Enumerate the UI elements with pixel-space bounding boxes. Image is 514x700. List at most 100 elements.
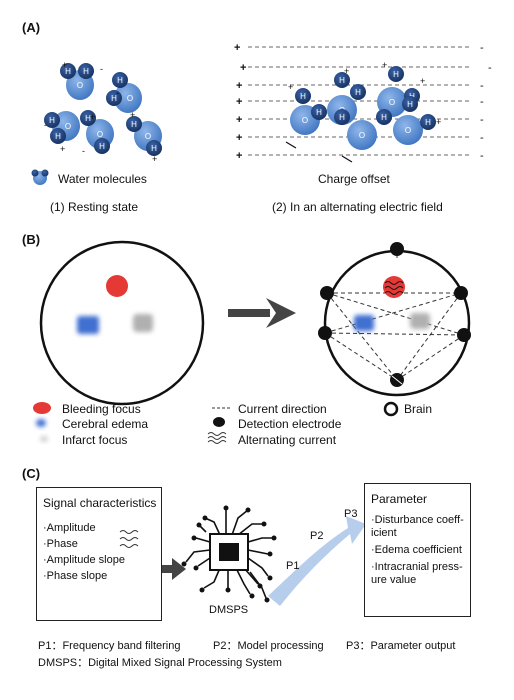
svg-text:O: O	[97, 130, 103, 139]
svg-text:H: H	[339, 113, 345, 122]
brain-circle-left	[39, 240, 205, 406]
dmsps-label: DMSPS	[209, 604, 249, 616]
panel-c-illustration	[119, 505, 366, 606]
svg-text:-: -	[44, 120, 47, 130]
parameter-item: ·Disturbance coeff-icient	[371, 514, 464, 539]
brain-label: Brain	[404, 402, 433, 416]
bleeding-focus-label: Bleeding focus	[62, 402, 141, 416]
svg-text:H: H	[85, 114, 91, 123]
svg-text:-: -	[116, 88, 119, 98]
footnote-p2: P2：Model processing	[213, 640, 324, 652]
svg-text:+: +	[382, 60, 387, 70]
panel-a-label: (A)	[22, 20, 41, 35]
svg-text:-: -	[480, 114, 484, 126]
alternating-current-icon	[207, 432, 227, 444]
infarct-icon	[40, 436, 48, 442]
svg-text:+: +	[234, 42, 240, 54]
p2-label: P2	[310, 530, 324, 542]
input-arrow	[162, 558, 186, 580]
parameter-item: ·Intracranial press-ure value	[371, 561, 463, 586]
cerebral-edema-left	[77, 316, 99, 334]
cerebral-edema-label: Cerebral edema	[62, 417, 149, 431]
parameter-box: Parameter ·Disturbance coeff-icient ·Ede…	[364, 483, 471, 617]
p3-label: P3	[344, 508, 358, 520]
svg-text:H: H	[316, 108, 322, 117]
flow-arrow	[268, 516, 366, 606]
svg-text:H: H	[381, 113, 387, 122]
cerebral-edema-right	[354, 315, 374, 331]
svg-text:+: +	[236, 80, 242, 92]
panel-b-label: (B)	[22, 232, 41, 247]
water-molecule-icon	[31, 169, 49, 185]
svg-text:+: +	[60, 144, 65, 154]
signal-wave-icon	[119, 530, 139, 548]
svg-text:H: H	[49, 116, 55, 125]
svg-text:+: +	[344, 66, 349, 76]
svg-text:+: +	[236, 96, 242, 108]
svg-text:-: -	[480, 132, 484, 144]
infarct-focus-label: Infarct focus	[62, 433, 128, 447]
svg-text:H: H	[65, 67, 71, 76]
water-molecules-legend-label: Water molecules	[58, 172, 147, 186]
svg-text:H: H	[355, 88, 361, 97]
svg-text:H: H	[55, 132, 61, 141]
edema-icon	[36, 419, 46, 427]
infarct-focus-left	[133, 314, 153, 332]
svg-text:O: O	[145, 132, 151, 141]
svg-text:O: O	[77, 81, 83, 90]
signal-item: ·Phase	[43, 538, 78, 550]
svg-text:H: H	[131, 120, 137, 129]
panel-b-illustration	[33, 240, 471, 444]
svg-text:+: +	[130, 110, 135, 120]
alternating-field-caption: (2) In an alternating electric field	[272, 200, 443, 214]
svg-text:O: O	[65, 122, 71, 131]
signal-item: ·Amplitude	[43, 522, 96, 534]
chip-core	[219, 543, 239, 561]
bleeding-icon	[33, 402, 51, 414]
footnote-p1: P1：Frequency band filtering	[38, 640, 181, 652]
p1-label: P1	[286, 560, 300, 572]
svg-text:+: +	[420, 76, 425, 86]
svg-text:-: -	[480, 42, 484, 54]
svg-text:+: +	[236, 150, 242, 162]
svg-text:+: +	[240, 62, 246, 74]
resting-state-caption: (1) Resting state	[50, 200, 139, 214]
svg-text:H: H	[300, 92, 306, 101]
minus-plate-signs: ---- ---	[480, 42, 492, 162]
signal-box-title: Signal characteristics	[43, 496, 157, 510]
brain-icon	[383, 401, 399, 417]
detection-electrode-label: Detection electrode	[238, 417, 342, 431]
field-charges: +++ ++	[285, 60, 441, 163]
svg-text:+: +	[152, 154, 157, 164]
signal-characteristics-box: Signal characteristics ·Amplitude ·Phase…	[36, 487, 162, 621]
field-molecules: HHO HHO HHO HHO HHO	[290, 66, 436, 150]
charge-offset-label: Charge offset	[318, 172, 390, 186]
svg-text:H: H	[83, 67, 89, 76]
alternating-current-label: Alternating current	[238, 433, 337, 447]
svg-text:-: -	[82, 146, 85, 156]
svg-text:+: +	[236, 114, 242, 126]
svg-text:H: H	[425, 118, 431, 127]
svg-text:-: -	[480, 80, 484, 92]
svg-text:H: H	[339, 76, 345, 85]
svg-text:+: +	[62, 60, 67, 70]
bleeding-focus-left	[106, 275, 128, 297]
current-direction-label: Current direction	[238, 402, 327, 416]
svg-text:H: H	[117, 76, 123, 85]
svg-text:H: H	[407, 100, 413, 109]
parameter-box-title: Parameter	[371, 492, 428, 506]
svg-text:H: H	[99, 142, 105, 151]
infarct-focus-right	[410, 313, 430, 329]
electrode-icon	[213, 417, 225, 427]
signal-item: ·Amplitude slope	[43, 554, 125, 566]
signal-item: ·Phase slope	[43, 570, 108, 582]
svg-text:O: O	[405, 126, 411, 135]
resting-charges: +-- --+ +++	[44, 60, 157, 164]
footnote-dmsps: DMSPS：Digital Mixed Signal Processing Sy…	[38, 657, 282, 669]
svg-text:+: +	[90, 112, 95, 122]
svg-text:H: H	[393, 70, 399, 79]
footnote-p3: P3：Parameter output	[346, 640, 456, 652]
svg-text:O: O	[359, 131, 365, 140]
